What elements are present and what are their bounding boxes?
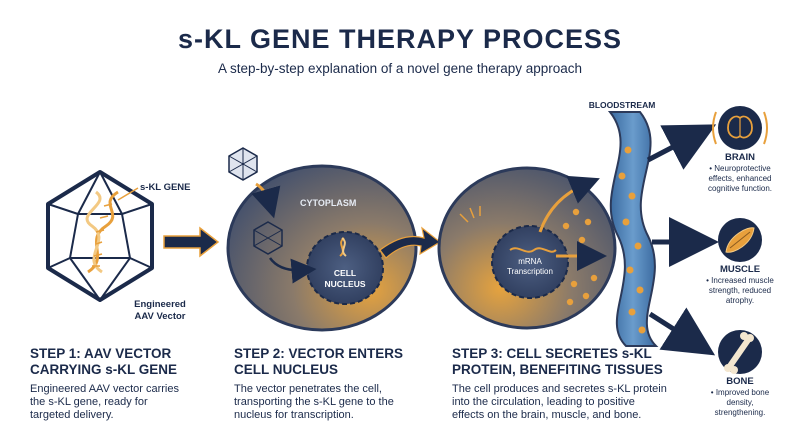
step-desc-line: Engineered AAV vector carries xyxy=(30,383,179,395)
step-desc-line: transporting the s-KL gene to the xyxy=(234,396,394,408)
aav-vector-icon xyxy=(46,170,154,302)
organ-desc-line: • Increased muscle xyxy=(706,276,774,285)
step-title-line: CELL NUCLEUS xyxy=(234,362,339,377)
organ-desc-bone: • Improved bone density, strengthening. xyxy=(692,388,788,418)
step3-title: STEP 3: CELL SECRETES s-KL PROTEIN, BENE… xyxy=(452,346,663,378)
arrow-step1-to-step2 xyxy=(163,226,220,258)
step-desc-line: into the circulation, leading to positiv… xyxy=(452,396,635,408)
vector-label-line1: Engineered xyxy=(134,299,186,310)
cell-nucleus-step3 xyxy=(491,225,569,299)
dna-helix-icon xyxy=(85,190,119,274)
muscle-icon xyxy=(718,218,762,262)
step2-description: The vector penetrates the cell, transpor… xyxy=(234,383,394,422)
internal-vector-icon xyxy=(253,221,283,255)
organ-title-bone: BONE xyxy=(726,376,754,387)
organ-desc-line: effects, enhanced xyxy=(708,174,772,183)
cell-step3 xyxy=(437,166,617,330)
mrna-label-line1: mRNA xyxy=(518,257,542,266)
organ-desc-muscle: • Increased muscle strength, reduced atr… xyxy=(692,276,788,306)
step-desc-line: targeted delivery. xyxy=(30,409,114,421)
step-title-line: STEP 3: CELL SECRETES s-KL xyxy=(452,346,652,361)
page-title: s-KL GENE THERAPY PROCESS xyxy=(177,24,623,54)
organ-desc-line: strength, reduced xyxy=(708,286,772,295)
step-title-line: PROTEIN, BENEFITING TISSUES xyxy=(452,362,663,377)
vector-label-line2: AAV Vector xyxy=(134,311,185,322)
protein-dots xyxy=(562,208,598,306)
organ-desc-line: strengthening. xyxy=(714,408,766,417)
organ-desc-brain: • Neuroprotective effects, enhanced cogn… xyxy=(692,164,788,194)
mrna-label-line2: Transcription xyxy=(507,267,553,276)
nucleus-label-line1: CELL xyxy=(334,268,356,278)
step-title-line: STEP 1: AAV VECTOR xyxy=(30,346,172,361)
arrow-to-brain xyxy=(646,124,717,170)
step-desc-line: nucleus for transcription. xyxy=(234,409,354,421)
brain-icon xyxy=(712,106,768,150)
step-desc-line: The vector penetrates the cell, xyxy=(234,383,382,395)
organ-desc-line: cognitive function. xyxy=(707,184,773,193)
step1-title: STEP 1: AAV VECTOR CARRYING s-KL GENE xyxy=(30,346,177,378)
bloodstream-vessel xyxy=(607,111,659,347)
bone-icon xyxy=(718,330,762,374)
organ-desc-line: • Neuroprotective xyxy=(709,164,771,173)
cytoplasm-label: CYTOPLASM xyxy=(300,198,356,208)
bloodstream-label: BLOODSTREAM xyxy=(589,100,656,110)
incoming-vector-icon xyxy=(228,147,258,181)
organ-title-brain: BRAIN xyxy=(724,152,756,163)
step-title-line: CARRYING s-KL GENE xyxy=(30,362,178,377)
page-subtitle: A step-by-step explanation of a novel ge… xyxy=(218,61,582,76)
gene-label: s-KL GENE xyxy=(140,182,191,193)
step-desc-line: the s-KL gene, ready for xyxy=(30,396,148,408)
step-title-line: STEP 2: VECTOR ENTERS xyxy=(234,346,404,361)
step2-title: STEP 2: VECTOR ENTERS CELL NUCLEUS xyxy=(234,346,403,378)
organ-desc-line: density, xyxy=(726,398,754,407)
organ-desc-line: atrophy. xyxy=(725,296,755,305)
step1-description: Engineered AAV vector carries the s-KL g… xyxy=(30,383,179,422)
arrow-to-bone xyxy=(648,307,716,356)
arrow-step2-to-step3 xyxy=(379,226,442,259)
step3-description: The cell produces and secretes s-KL prot… xyxy=(452,383,667,422)
step-desc-line: The cell produces and secretes s-KL prot… xyxy=(452,383,667,395)
organ-title-muscle: MUSCLE xyxy=(719,264,761,275)
step-desc-line: effects on the brain, muscle, and bone. xyxy=(452,409,642,421)
organ-desc-line: • Improved bone xyxy=(710,388,770,397)
nucleus-label-line2: NUCLEUS xyxy=(324,279,365,289)
